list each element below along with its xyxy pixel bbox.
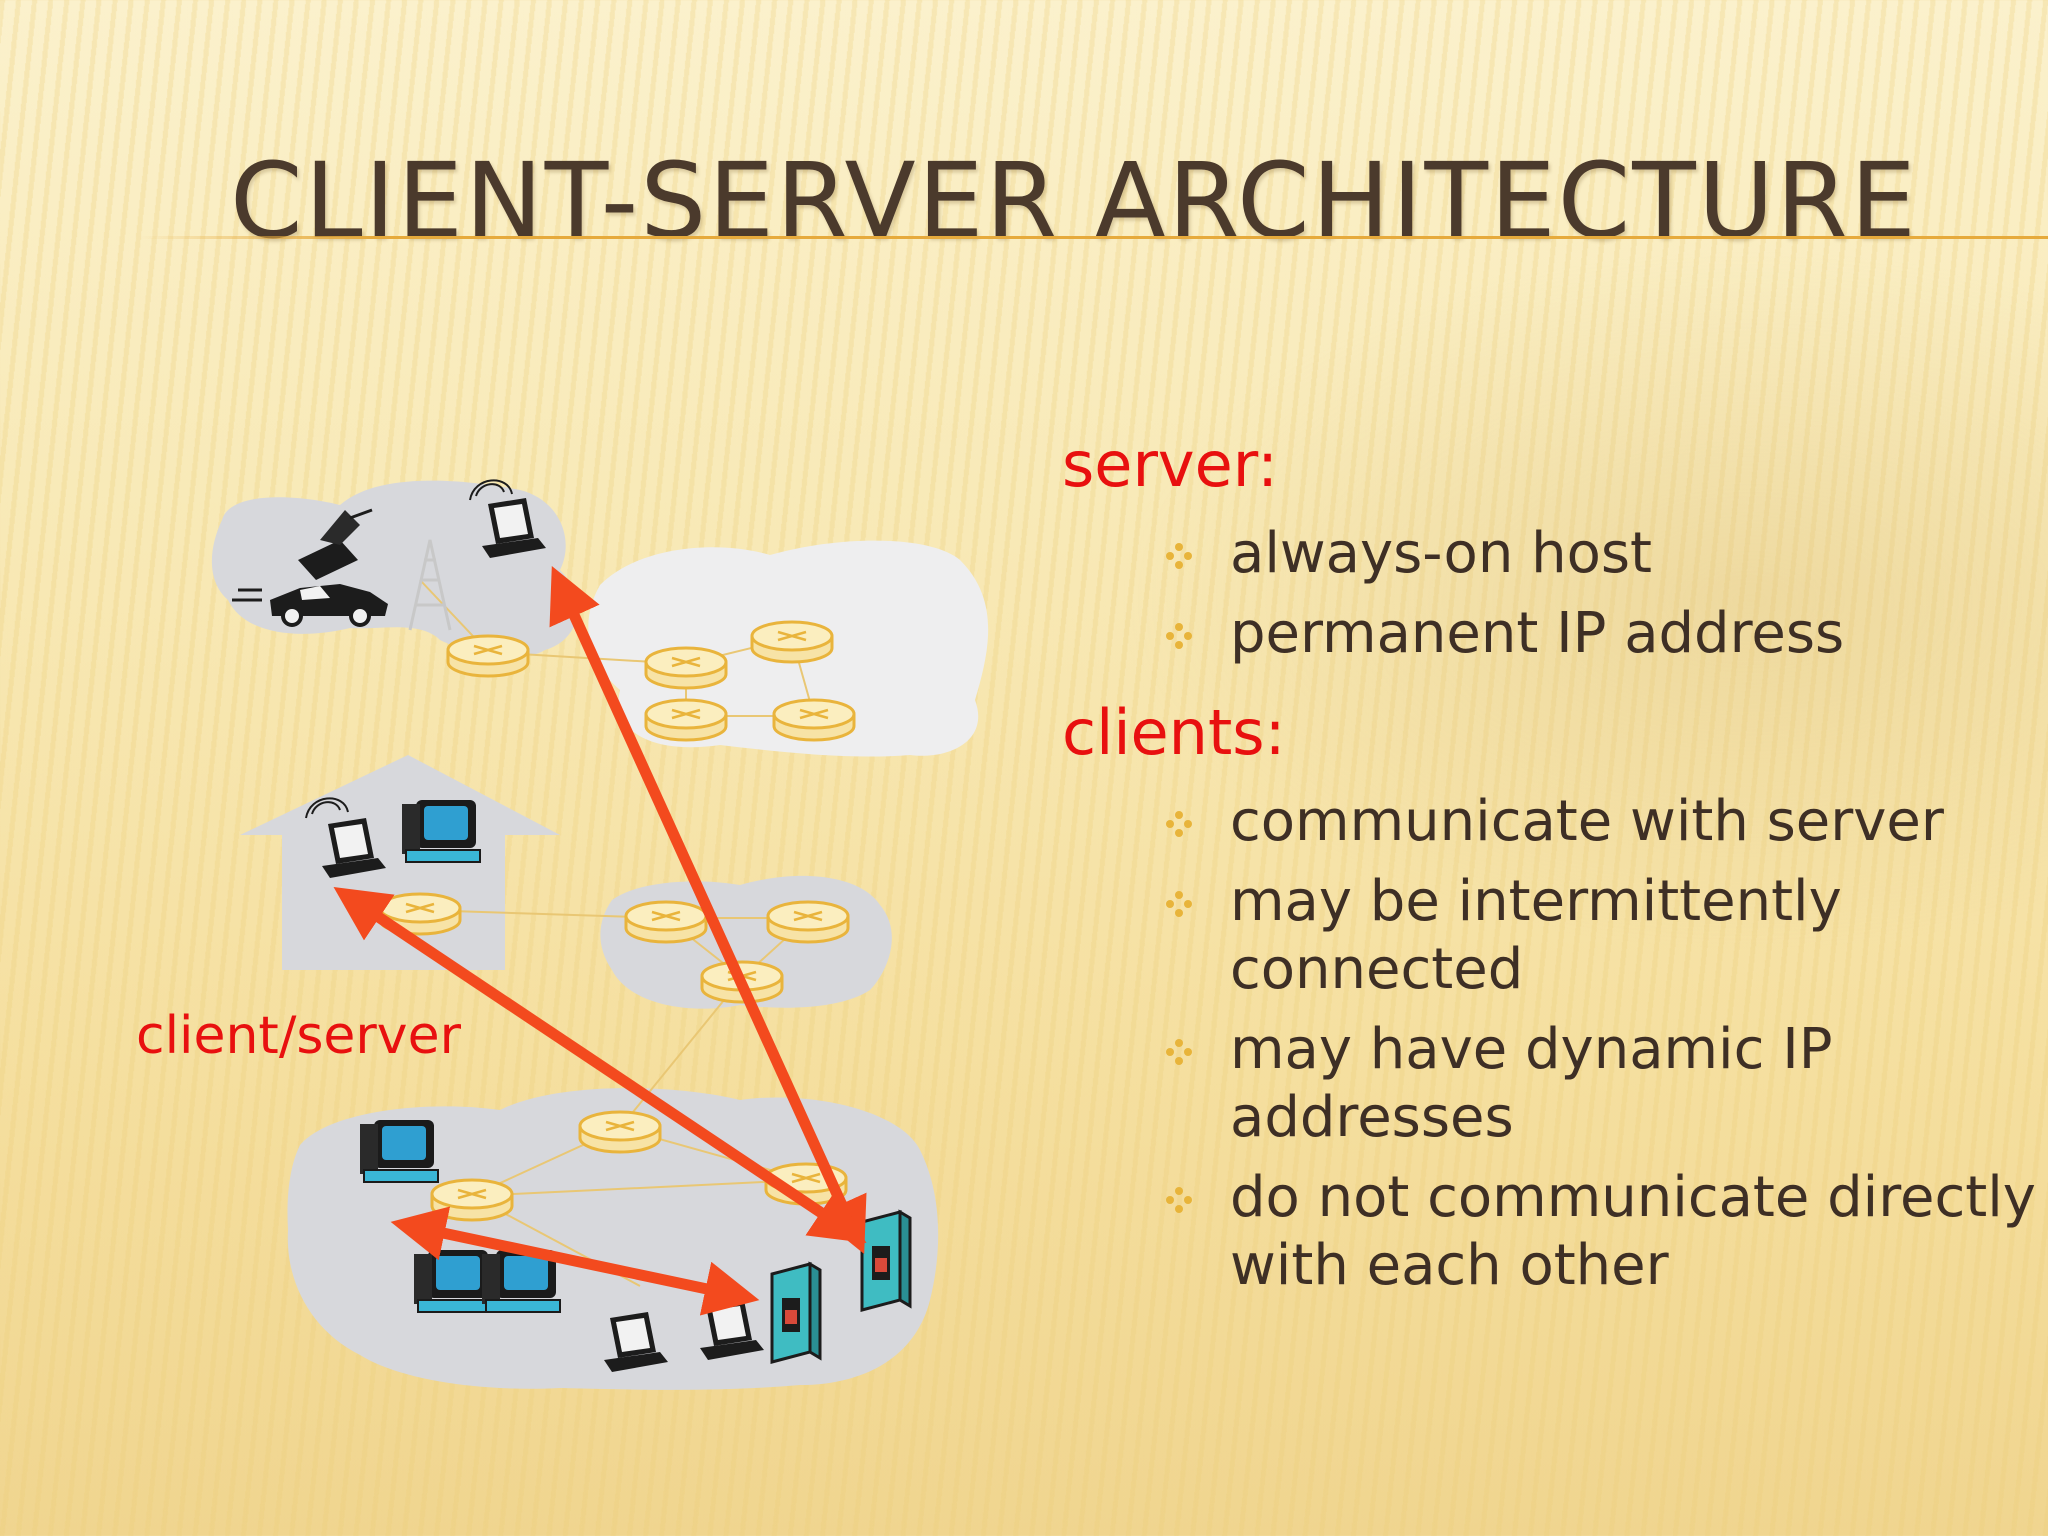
- router: [430, 1178, 514, 1222]
- server-icon: [860, 1210, 912, 1312]
- bullet-text: do not communicate directly with each ot…: [1230, 1165, 2036, 1298]
- router: [766, 900, 850, 944]
- router: [578, 1110, 662, 1154]
- diamond-bullet-icon: [1166, 891, 1192, 917]
- router: [644, 698, 728, 742]
- cellphone-icon: [298, 508, 373, 580]
- diamond-bullet-icon: [1166, 623, 1192, 649]
- server-icon: [770, 1262, 822, 1364]
- bullet-text: may have dynamic IP addresses: [1230, 1017, 1833, 1150]
- server-heading: server:: [1062, 428, 1279, 501]
- client-server-arrows: [333, 565, 867, 1316]
- diamond-bullet-icon: [1166, 543, 1192, 569]
- router: [644, 646, 728, 690]
- clients-bullet-item: do not communicate directly with each ot…: [1165, 1164, 2048, 1300]
- diamond-bullet-icon: [1166, 1187, 1192, 1213]
- bullet-text: permanent IP address: [1230, 601, 1845, 666]
- bullet-text: may be intermittently connected: [1230, 869, 1842, 1002]
- title-underline: [140, 236, 2048, 239]
- car-icon: [232, 584, 388, 627]
- clients-heading: clients:: [1062, 696, 1286, 769]
- server-bullet-item: always-on host: [1165, 520, 2048, 588]
- router: [446, 634, 530, 678]
- router: [624, 900, 708, 944]
- clients-bullet-item: communicate with server: [1165, 788, 2048, 856]
- desktop-computer-icon: [413, 1249, 493, 1313]
- bullet-text: communicate with server: [1230, 789, 1944, 854]
- clients-bullet-item: may have dynamic IP addresses: [1165, 1016, 2048, 1152]
- diamond-bullet-icon: [1166, 811, 1192, 837]
- server-bullet-list: always-on host permanent IP address: [1165, 520, 2048, 680]
- desktop-computer-icon: [401, 799, 481, 863]
- router: [750, 620, 834, 664]
- wireless-signal-icon: [305, 797, 349, 819]
- bullet-text: always-on host: [1230, 521, 1652, 586]
- arrow-home-to-server: [333, 887, 867, 1243]
- diamond-bullet-icon: [1166, 1039, 1192, 1065]
- clients-bullet-list: communicate with server may be intermitt…: [1165, 788, 2048, 1312]
- server-bullet-item: permanent IP address: [1165, 600, 2048, 668]
- slide-title: CLIENT-SERVER ARCHITECTURE: [230, 140, 1918, 262]
- router: [772, 698, 856, 742]
- wireless-signal-icon: [469, 479, 513, 501]
- clients-bullet-item: may be intermittently connected: [1165, 868, 2048, 1004]
- client-server-label: client/server: [136, 1006, 461, 1066]
- arrow-client-to-server: [390, 1206, 760, 1316]
- cell-tower-icon: [408, 539, 452, 631]
- desktop-computer-icon: [359, 1119, 439, 1183]
